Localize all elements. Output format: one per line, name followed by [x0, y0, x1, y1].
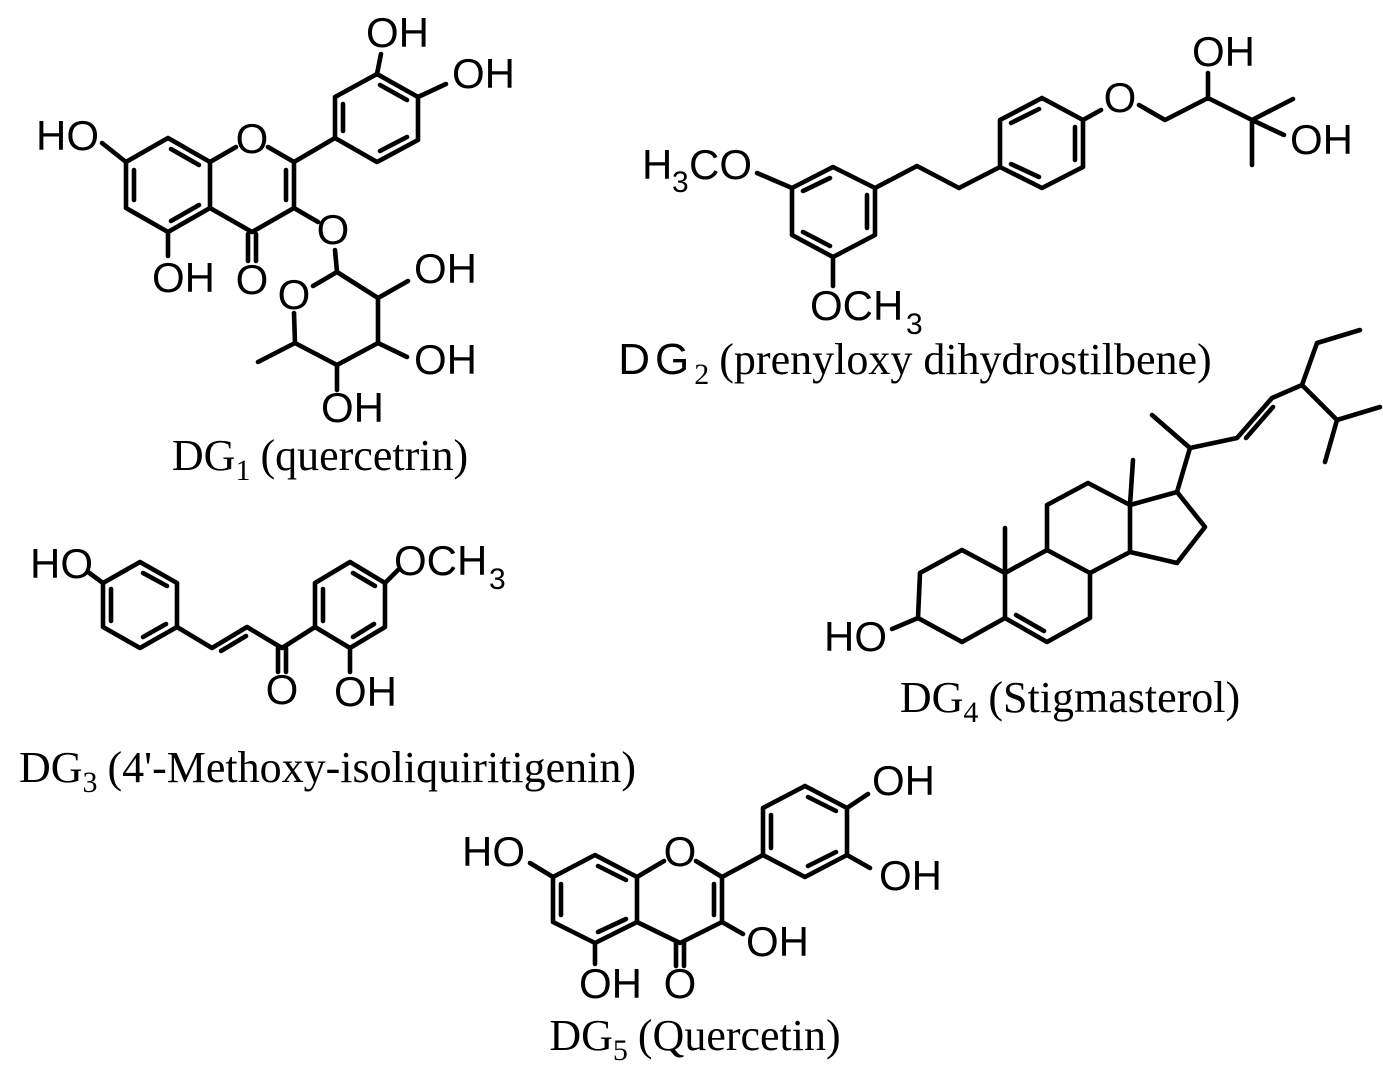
compound-code: DG — [549, 1011, 613, 1060]
dg2-structure-drawing: H 3 CO OCH 3 O OH OH — [642, 28, 1353, 341]
hydroxyl-label: OH — [1290, 116, 1353, 163]
compound-index: 5 — [612, 1033, 628, 1067]
compound-name: (Quercetin) — [637, 1011, 841, 1060]
hydroxyl-label: OH — [746, 918, 809, 965]
compound-index: 2 — [694, 357, 710, 391]
hydroxyl-label: OH — [152, 254, 215, 301]
hydroxyl-label: OH — [872, 757, 935, 804]
dg4-structure-drawing: HO — [824, 327, 1383, 660]
dg5-structure-drawing: HO O OH O OH OH OH — [462, 757, 942, 1007]
compound-index: 4 — [963, 695, 979, 729]
compound-name: (Stigmasterol) — [988, 673, 1241, 722]
methoxy-label-och: OCH — [394, 537, 487, 584]
hydroxyl-label: HO — [36, 112, 99, 159]
compound-index: 1 — [235, 453, 251, 487]
ring-oxygen-label: O — [236, 115, 269, 162]
compound-index: 3 — [82, 765, 98, 799]
methoxy-label-sub3: 3 — [672, 166, 689, 199]
hydroxyl-label: HO — [462, 828, 525, 875]
methoxy-label-sub3: 3 — [906, 308, 923, 341]
methoxy-label-co: CO — [689, 141, 752, 188]
hydroxyl-label: HO — [824, 613, 887, 660]
caption-dg4: DG4 (Stigmasterol) — [875, 672, 1265, 727]
hydroxyl-label: OH — [321, 384, 384, 431]
hydroxyl-label: OH — [414, 245, 477, 292]
hydroxyl-label: OH — [579, 960, 642, 1007]
hydroxyl-label: OH — [366, 9, 429, 56]
dg1-structure-drawing: HO O OH OH OH O O O OH OH OH — [36, 9, 515, 431]
methoxy-label-sub3: 3 — [489, 563, 506, 596]
dg3-structure-drawing: HO O OH OCH 3 — [30, 537, 506, 715]
carbonyl-oxygen-label: O — [664, 960, 697, 1007]
compound-name: (quercetrin) — [260, 431, 469, 480]
hydroxyl-label: OH — [1192, 28, 1255, 75]
hydroxyl-label: OH — [879, 852, 942, 899]
hydroxyl-label: OH — [414, 336, 477, 383]
compound-name: (prenyloxy dihydrostilbene) — [719, 335, 1212, 384]
caption-dg1: DG1 (quercetrin) — [100, 430, 540, 485]
sugar-ring-oxygen-label: O — [278, 271, 311, 318]
compound-code: DG — [899, 673, 964, 722]
caption-dg2: DG2 (prenyloxy dihydrostilbene) — [590, 334, 1240, 389]
carbonyl-oxygen-label: O — [236, 256, 269, 303]
carbonyl-oxygen-label: O — [266, 666, 299, 713]
hydroxyl-label: OH — [452, 50, 515, 97]
compound-code: DG — [618, 335, 695, 384]
glycosidic-oxygen-label: O — [317, 206, 350, 253]
methoxy-label-och: OCH — [810, 282, 903, 329]
methoxy-label-h: H — [642, 141, 672, 188]
caption-dg5: DG5 (Quercetin) — [470, 1010, 920, 1065]
compound-code: DG — [171, 431, 236, 480]
ether-oxygen-label: O — [1104, 74, 1137, 121]
compound-code: DG — [18, 743, 83, 792]
caption-dg3: DG3 (4'-Methoxy-isoliquiritigenin) — [0, 742, 655, 797]
hydroxyl-label: HO — [30, 540, 93, 587]
hydroxyl-label: OH — [334, 668, 397, 715]
compound-name: (4'-Methoxy-isoliquiritigenin) — [107, 743, 637, 792]
ring-oxygen-label: O — [664, 828, 697, 875]
